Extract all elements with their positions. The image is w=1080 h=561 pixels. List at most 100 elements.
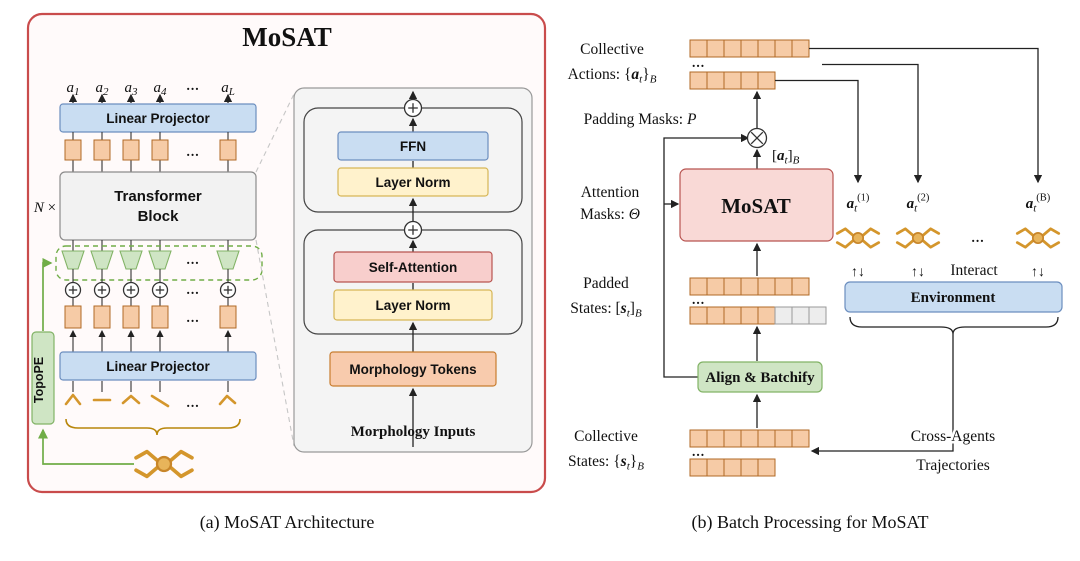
token-cell: [689, 71, 708, 90]
multiply-circle-icon: [746, 127, 768, 149]
self-attention-box: [333, 251, 493, 283]
trajectories-label: Trajectories: [916, 457, 989, 474]
ffn-label: FFN: [400, 139, 426, 154]
upper-token-connectors: [72, 132, 229, 172]
transformer-block-label: Transformer: [114, 188, 202, 205]
padding-masks-label: Padding Masks: P: [584, 111, 697, 128]
collective-actions-strip-2: [689, 71, 776, 90]
interact-updown-icon: ↑↓: [1031, 265, 1045, 280]
action-output-symbols: a1 a2 a3 a4 ... aL: [67, 78, 235, 98]
token-cell: [723, 429, 742, 448]
token-cell: [791, 429, 810, 448]
attention-masks-label: Attention: [581, 184, 640, 201]
linear-projector-bottom-box: [59, 351, 257, 381]
token-cell: [689, 306, 708, 325]
ellipsis: ...: [186, 395, 199, 410]
agent-action-label: at(2): [907, 193, 930, 215]
token-cell: [757, 277, 776, 296]
action-route-agent-B: [809, 47, 1043, 184]
ffn-box: [337, 131, 489, 161]
environment-label: Environment: [911, 290, 996, 306]
ellipsis: ...: [186, 144, 199, 159]
token-cell: [706, 429, 725, 448]
padded-states-strip-2: [689, 306, 827, 325]
agent-action-label: at(B): [1026, 193, 1051, 215]
trapezoid-row: ...: [61, 250, 240, 270]
token-cell: [791, 39, 810, 58]
ellipsis: ...: [971, 230, 984, 245]
token-cell: [791, 306, 810, 325]
token-cell: [757, 71, 776, 90]
token-cell: [706, 277, 725, 296]
layer-norm-bottom-label: Layer Norm: [375, 298, 450, 313]
self-attention-label: Self-Attention: [369, 260, 458, 275]
token-cell: [723, 277, 742, 296]
collective-actions-formula: Actions: {at}B: [568, 66, 657, 86]
layer-norm-top-label: Layer Norm: [375, 175, 450, 190]
token-cell: [757, 306, 776, 325]
interact-updown-icon: ↑↓: [851, 265, 865, 280]
agent-to-topope-arrow: [37, 428, 134, 465]
ellipsis: ...: [186, 310, 199, 325]
trajectories-route: [810, 334, 954, 456]
token-cell: [740, 71, 759, 90]
add-circle-icon: [403, 220, 423, 240]
token-cell: [706, 71, 725, 90]
padding-mask-route: [663, 133, 750, 378]
interact-label: Interact: [950, 262, 998, 279]
agent-robot-icon: [835, 227, 881, 249]
ellipsis: ...: [692, 444, 705, 459]
linear-projector-top-label: Linear Projector: [106, 111, 210, 126]
padded-states-formula: States: [st]B: [570, 300, 642, 320]
agent-action-label: at(1): [847, 193, 870, 215]
token-cell: [740, 39, 759, 58]
output-arrows: [68, 93, 233, 103]
token-cell: [706, 458, 725, 477]
collective-actions-label: Collective: [580, 41, 644, 58]
batched-actions-label: [at]B: [772, 148, 800, 167]
ellipsis: ...: [186, 282, 199, 297]
zoom-dashed-line: [255, 93, 295, 173]
topope-to-embedding-arrow: [42, 257, 53, 331]
ellipsis: ...: [692, 292, 705, 307]
token-cell: [774, 429, 793, 448]
upper-token-row: ...: [64, 139, 237, 161]
environment-box: [844, 281, 1063, 313]
cross-agents-label: Cross-Agents: [911, 428, 995, 445]
layer-norm-top-box: [337, 167, 489, 197]
output-symbol: a2: [96, 80, 110, 98]
caption-b: (b) Batch Processing for MoSAT: [692, 512, 929, 533]
positional-add-row: ...: [64, 281, 237, 299]
token-cell: [723, 71, 742, 90]
topope-label: TopoPE: [32, 357, 46, 403]
plus-row-connectors: [72, 269, 229, 306]
interact-updown-icon: ↑↓: [911, 265, 925, 280]
token-cell: [757, 39, 776, 58]
mosat-box: [679, 168, 834, 242]
collective-states-strip-2: [689, 458, 776, 477]
transformer-block-box: [59, 171, 257, 241]
morphology-input-connectors: [72, 381, 229, 392]
token-cell: [723, 306, 742, 325]
collective-states-strip-1: [689, 429, 810, 448]
token-cell: [757, 429, 776, 448]
attention-masks-formula: Masks: Θ: [580, 206, 640, 223]
transformer-block-label: Block: [138, 208, 180, 225]
action-route-agent-1: [775, 79, 863, 184]
output-symbol: a1: [67, 80, 80, 98]
agent-robot-icon: [895, 227, 941, 249]
morphology-inputs-label: Morphology Inputs: [351, 424, 476, 440]
token-cell: [774, 39, 793, 58]
action-route-agent-2: [822, 63, 923, 184]
token-cell: [757, 458, 776, 477]
collective-actions-strip-1: [689, 39, 810, 58]
caption-a: (a) MoSAT Architecture: [200, 512, 375, 533]
token-cell: [706, 39, 725, 58]
topope-box: [31, 331, 55, 425]
panel-a: MoSAT a1 a2 a3 a4 ... aL Linear Projecto…: [26, 12, 547, 494]
morphology-tokens-label: Morphology Tokens: [349, 362, 476, 377]
token-cell: [774, 306, 793, 325]
token-cell: [808, 306, 827, 325]
